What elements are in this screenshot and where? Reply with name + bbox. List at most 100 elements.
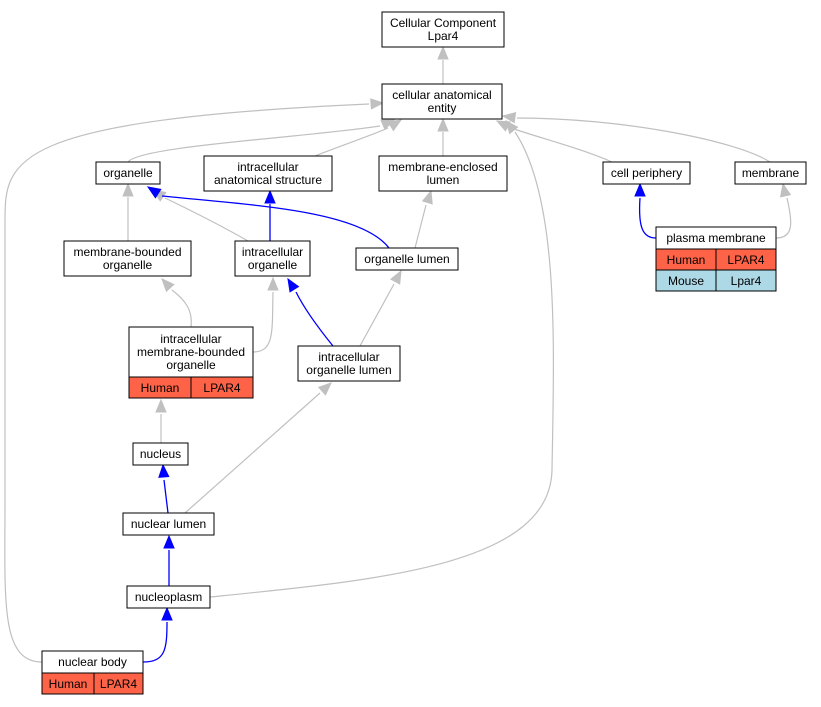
node-mel-label-0: membrane-enclosed (388, 160, 497, 174)
node-pm-gene-label: LPAR4 (727, 253, 764, 267)
node-ias-box (203, 155, 333, 192)
edge-io-from-imbo (252, 291, 274, 353)
edge-mbo-from-imbo-arrowhead (161, 278, 175, 293)
node-root-box (381, 11, 505, 48)
node-imbo-label-1: membrane-bounded (137, 345, 245, 359)
node-imbo-gene-label: LPAR4 (203, 381, 240, 395)
node-nucleus-label-0: nucleus (140, 447, 181, 461)
node-np-box (126, 585, 211, 609)
node-mbo-box (63, 240, 192, 277)
edge-ol-from-iol (359, 283, 395, 347)
edge-np-from-nb-arrowhead (161, 606, 173, 621)
edge-membrane-from-pm-arrowhead (779, 182, 792, 198)
edge-mel-from-ol-arrowhead (421, 189, 433, 205)
node-np-label-0: nucleoplasm (135, 590, 202, 604)
node-mbo-label-1: organelle (103, 258, 153, 272)
edge-nl-from-np-arrowhead (163, 534, 175, 549)
edge-organelle-from-ol (161, 195, 390, 249)
node-nb-label-0: nuclear body (58, 655, 127, 669)
node-nucleus-box (132, 442, 189, 466)
node-root-label-0: Cellular Component (390, 16, 497, 30)
node-organelle-label-0: organelle (103, 166, 153, 180)
edge-cae-from-cellper (510, 127, 613, 163)
edge-cellper-from-pm-arrowhead (634, 182, 646, 197)
node-membrane: membrane (734, 161, 807, 185)
edge-iol-from-nl-arrowhead (317, 382, 332, 396)
edge-cellper-from-pm (638, 197, 657, 239)
node-cellper-label-0: cell periphery (611, 166, 682, 180)
edge-cae-from-membrane (516, 117, 771, 163)
node-iol-label-0: intracellular (318, 350, 379, 364)
node-mel-label-1: lumen (427, 173, 460, 187)
edge-cae-from-nucleoplasm (209, 131, 555, 598)
node-root-label-1: Lpar4 (428, 29, 459, 43)
node-organelle-box (95, 161, 161, 185)
node-iol-box (297, 345, 401, 382)
edge-nucleus-from-nl-arrowhead (158, 463, 170, 478)
node-nb-gene-cell (93, 672, 144, 695)
node-nl-label-0: nuclear lumen (131, 517, 206, 531)
node-nb-gene-label: LPAR4 (100, 677, 137, 691)
edge-io-from-iol-arrowhead (287, 277, 300, 293)
node-imbo-label-2: organelle (166, 358, 216, 372)
node-io-box (234, 240, 311, 277)
node-ias-label-0: intracellular (237, 160, 298, 174)
node-cellper: cell periphery (602, 161, 691, 185)
edge-membrane-from-pm (775, 197, 792, 239)
edge-organelle-from-io (164, 197, 249, 242)
edge-ias-from-io-arrowhead (264, 189, 276, 204)
node-io-label-1: organelle (248, 258, 298, 272)
edge-io-from-imbo-arrowhead (267, 276, 279, 291)
edge-cae-from-mel-arrowhead (437, 117, 449, 132)
node-ias-label-1: anatomical structure (214, 173, 322, 187)
node-pm-species-label: Human (667, 253, 706, 267)
node-ol: organelle lumen (355, 247, 459, 271)
edge-mbo-from-imbo (171, 289, 192, 328)
node-np: nucleoplasm (126, 585, 211, 609)
node-nl: nuclear lumen (122, 512, 215, 536)
edge-cae-from-nuclearbody (4, 103, 370, 663)
edge-ol-from-iol-arrowhead (390, 269, 402, 285)
edge-cae-from-nucleoplasm-arrowhead (505, 120, 519, 135)
edge-root-from-cae-arrowhead (437, 45, 449, 60)
node-imbo-box (128, 326, 254, 378)
node-membrane-box (734, 161, 807, 185)
edge-organelle-from-ol-arrowhead (146, 186, 162, 199)
node-cae-label-1: entity (428, 101, 457, 115)
node-ol-label-0: organelle lumen (364, 252, 449, 266)
node-mel-box (378, 155, 508, 192)
node-pm-species-label: Mouse (668, 274, 704, 288)
edge-iol-from-nl (184, 392, 321, 514)
node-membrane-label-0: membrane (742, 166, 800, 180)
node-pm-gene-cell (715, 269, 777, 292)
node-mbo-label-0: membrane-bounded (73, 245, 181, 259)
edge-nucleus-from-nl (163, 479, 169, 514)
node-iol-label-1: organelle lumen (306, 363, 391, 377)
node-nucleus: nucleus (132, 442, 189, 466)
node-imbo-label-0: intracellular (160, 332, 221, 346)
edge-cae-from-membrane-arrowhead (501, 112, 517, 124)
edge-cae-from-nuclearbody-arrowhead (370, 98, 385, 110)
node-cae-label-0: cellular anatomical (392, 88, 491, 102)
node-imbo-species-label: Human (141, 381, 180, 395)
edge-imbo-from-nucleus-arrowhead (155, 398, 167, 413)
node-imbo-gene-cell (190, 376, 254, 399)
edge-cae-from-organelle (127, 125, 381, 163)
edge-organelle-from-mbo-arrowhead (122, 182, 134, 197)
edge-mel-from-ol (414, 204, 427, 249)
edge-io-from-iol (295, 291, 334, 347)
node-cae-box (381, 83, 503, 120)
node-cellper-box (602, 161, 691, 185)
edges-layer (4, 45, 792, 663)
node-pm-gene-label: Lpar4 (731, 274, 762, 288)
edge-cae-from-ias (314, 127, 389, 157)
edge-np-from-nb (142, 621, 168, 663)
